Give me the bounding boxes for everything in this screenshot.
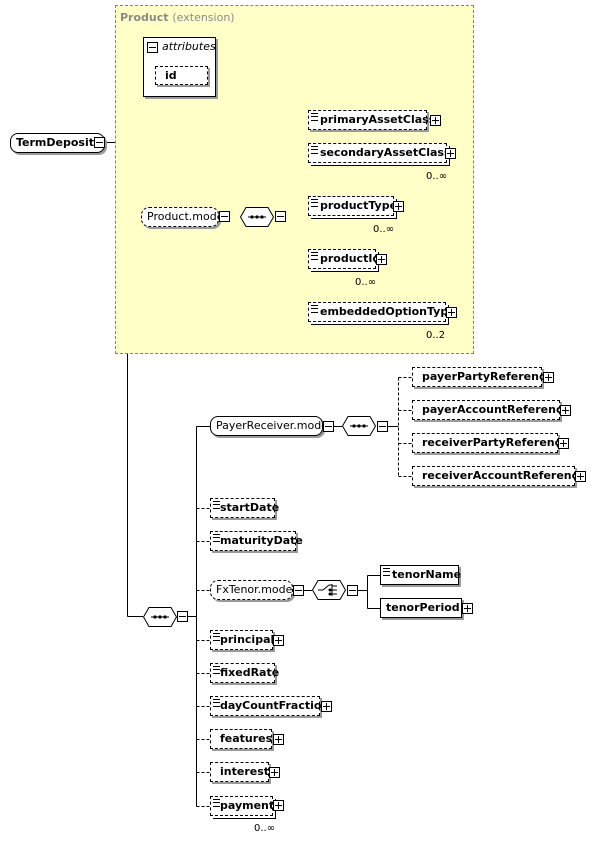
element-fixed-rate[interactable]: fixedRate (210, 663, 279, 683)
element-label: productId (320, 252, 381, 265)
element-label: primaryAssetClass (320, 113, 436, 126)
attributes-title: attributes (162, 40, 216, 53)
minus-toggle-icon[interactable] (377, 421, 388, 432)
group-fxtenor-label: FxTenor.model (216, 583, 296, 596)
documentation-icon (311, 252, 318, 260)
element-features[interactable]: features (210, 729, 272, 749)
element-embedded-option-type[interactable]: embeddedOptionType (308, 302, 456, 322)
extension-kind: (extension) (172, 11, 235, 24)
documentation-icon (383, 568, 390, 576)
documentation-icon (311, 146, 318, 154)
element-product-type[interactable]: productType (308, 196, 398, 216)
element-label: payment (220, 799, 275, 812)
element-label: productType (320, 199, 398, 212)
occurrence-label: 0..∞ (373, 224, 395, 235)
element-label: features (220, 732, 273, 745)
occurrence-label: 0..∞ (355, 277, 377, 288)
element-label: receiverAccountReference (422, 469, 586, 482)
element-label: startDate (220, 501, 280, 514)
plus-toggle-icon[interactable] (560, 405, 571, 416)
minus-toggle-icon[interactable] (177, 611, 188, 622)
sequence-compositor-icon[interactable] (143, 607, 177, 627)
element-label: maturityDate (220, 534, 303, 547)
element-payer-account-reference[interactable]: payerAccountReference (412, 400, 570, 420)
group-product-model-label: Product.model (147, 210, 227, 223)
plus-toggle-icon[interactable] (543, 372, 554, 383)
element-label: embeddedOptionType (320, 305, 456, 318)
plus-toggle-icon[interactable] (445, 148, 456, 159)
element-label: tenorName (392, 568, 462, 581)
element-principal[interactable]: principal (210, 630, 275, 650)
element-receiver-party-reference[interactable]: receiverPartyReference (412, 433, 569, 453)
group-payer-receiver-label: PayerReceiver.model (216, 419, 332, 432)
plus-toggle-icon[interactable] (462, 603, 473, 614)
minus-toggle-icon[interactable] (147, 42, 158, 53)
element-label: interest (220, 765, 270, 778)
element-interest[interactable]: interest (210, 762, 269, 782)
root-label: TermDeposit (16, 136, 94, 149)
element-label: secondaryAssetClass (320, 146, 451, 159)
minus-toggle-icon[interactable] (347, 585, 358, 596)
element-label: fixedRate (220, 666, 280, 679)
documentation-icon (213, 501, 220, 509)
element-day-count-fraction[interactable]: dayCountFraction (210, 696, 329, 716)
plus-toggle-icon[interactable] (558, 438, 569, 449)
element-payment[interactable]: payment (210, 796, 275, 816)
plus-toggle-icon[interactable] (321, 701, 332, 712)
plus-toggle-icon[interactable] (273, 635, 284, 646)
element-label: dayCountFraction (220, 699, 330, 712)
plus-toggle-icon[interactable] (575, 471, 586, 482)
sequence-compositor-icon[interactable] (342, 416, 376, 436)
documentation-icon (213, 699, 220, 707)
minus-toggle-icon[interactable] (94, 137, 105, 148)
element-label: payerAccountReference (422, 403, 570, 416)
minus-toggle-icon[interactable] (219, 211, 230, 222)
element-primary-asset-class[interactable]: primaryAssetClass (308, 110, 435, 130)
plus-toggle-icon[interactable] (273, 800, 284, 811)
plus-toggle-icon[interactable] (273, 734, 284, 745)
sequence-compositor-icon[interactable] (240, 207, 274, 227)
minus-toggle-icon[interactable] (323, 421, 334, 432)
plus-toggle-icon[interactable] (376, 254, 387, 265)
element-secondary-asset-class[interactable]: secondaryAssetClass (308, 143, 451, 163)
plus-toggle-icon[interactable] (393, 201, 404, 212)
occurrence-label: 0..2 (426, 330, 446, 341)
element-maturity-date[interactable]: maturityDate (210, 531, 303, 551)
plus-toggle-icon[interactable] (446, 307, 457, 318)
documentation-icon (213, 534, 220, 542)
documentation-icon (311, 113, 318, 121)
documentation-icon (213, 799, 220, 807)
documentation-icon (213, 633, 220, 641)
occurrence-label: 0..∞ (254, 823, 276, 834)
element-tenor-period[interactable]: tenorPeriod (380, 598, 462, 618)
plus-toggle-icon[interactable] (269, 767, 280, 778)
element-receiver-account-reference[interactable]: receiverAccountReference (412, 466, 586, 486)
documentation-icon (311, 305, 318, 313)
root-element-termdeposit[interactable]: TermDeposit (10, 133, 105, 153)
element-start-date[interactable]: startDate (210, 498, 279, 518)
element-label: payerPartyReference (422, 370, 553, 383)
extension-title: Product (extension) (120, 11, 235, 24)
element-label: receiverPartyReference (422, 436, 569, 449)
choice-compositor-icon[interactable] (312, 580, 346, 600)
element-label: principal (220, 633, 275, 646)
plus-toggle-icon[interactable] (430, 115, 441, 126)
element-payer-party-reference[interactable]: payerPartyReference (412, 367, 553, 387)
group-product-model[interactable]: Product.model (141, 207, 227, 227)
extension-name: Product (120, 11, 169, 24)
minus-toggle-icon[interactable] (293, 585, 304, 596)
attribute-id-label: id (165, 69, 177, 82)
element-label: tenorPeriod (386, 601, 460, 614)
element-product-id[interactable]: productId (308, 249, 380, 269)
attribute-id[interactable]: id (155, 66, 208, 85)
group-fxtenor-model[interactable]: FxTenor.model (210, 580, 296, 600)
element-tenor-name[interactable]: tenorName (380, 565, 462, 585)
documentation-icon (311, 199, 318, 207)
occurrence-label: 0..∞ (426, 171, 448, 182)
documentation-icon (213, 666, 220, 674)
minus-toggle-icon[interactable] (275, 211, 286, 222)
group-payer-receiver-model[interactable]: PayerReceiver.model (210, 416, 331, 436)
